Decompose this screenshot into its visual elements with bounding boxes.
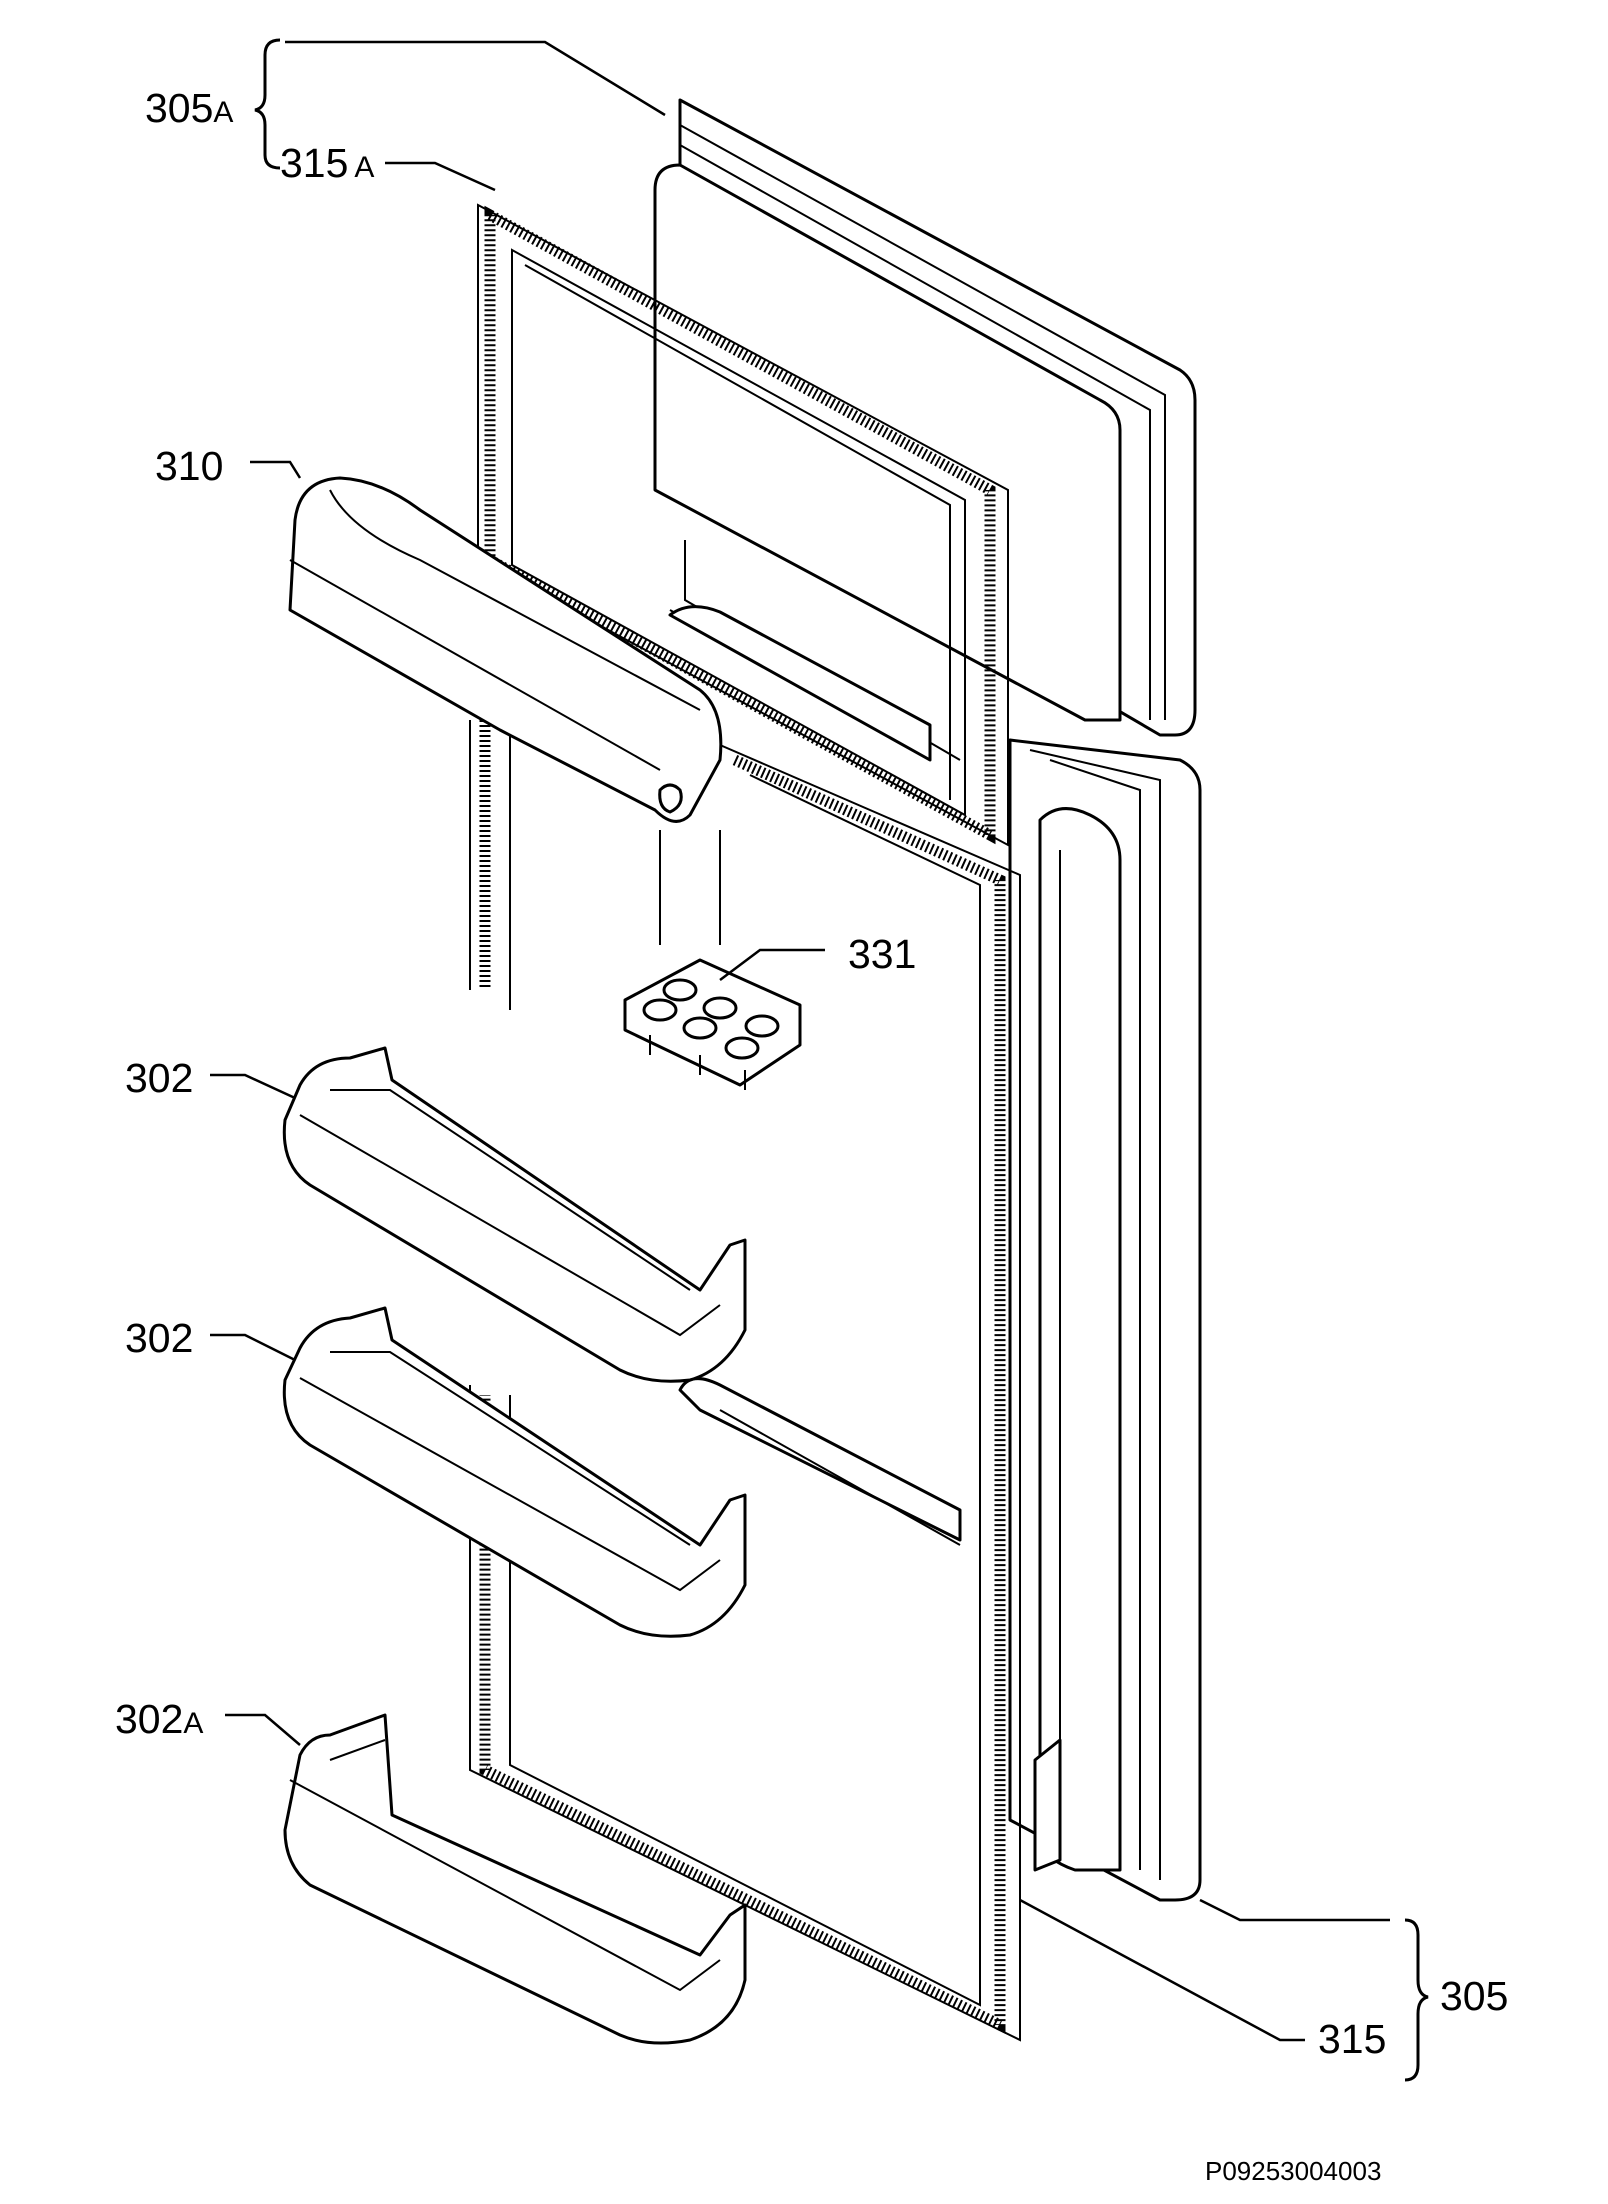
label-302A: 302A (115, 1696, 203, 1742)
label-302-lower: 302 (125, 1315, 193, 1361)
freezer-door-305A (653, 98, 1197, 737)
label-315: 315 (1318, 2016, 1386, 2062)
label-braces (254, 38, 1429, 2082)
freezer-inner-shelf (668, 540, 961, 762)
label-331: 331 (848, 931, 916, 977)
fridge-door-305 (1008, 738, 1202, 1902)
label-302-upper: 302 (125, 1055, 193, 1101)
drawing-code: P09253004003 (1205, 2156, 1381, 2186)
door-shelf-302-lower (282, 1306, 747, 1638)
leader-lines (210, 40, 1390, 2042)
fridge-inner-shelf (678, 1377, 962, 1546)
door-shelf-302A (283, 1713, 747, 2045)
label-305A: 305A (145, 85, 233, 131)
freezer-gasket-315A (477, 203, 1009, 847)
fridge-gasket-315 (469, 720, 1021, 2042)
egg-tray-331 (623, 958, 802, 1090)
door-handle-310 (288, 476, 723, 823)
label-305: 305 (1440, 1973, 1508, 2019)
door-shelf-302-upper (282, 1046, 747, 1383)
label-310: 310 (155, 443, 223, 489)
